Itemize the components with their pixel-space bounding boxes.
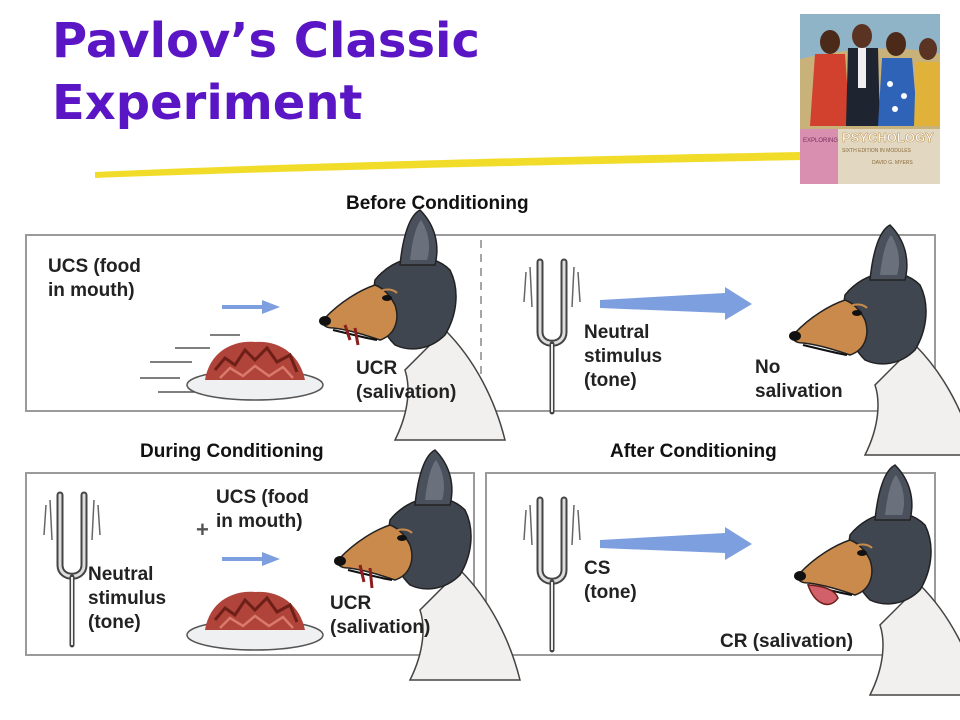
food-plate-during [185, 590, 325, 652]
label-cr-after: CR (salivation) [720, 631, 854, 652]
label-line: Neutral [584, 322, 650, 343]
label-line: Neutral [88, 564, 154, 585]
label-line: UCS (food [216, 487, 309, 508]
title-line-2: Experiment [52, 75, 363, 131]
panel-during [25, 472, 475, 656]
label-neutral-stimulus-before: Neutral stimulus (tone) [584, 321, 662, 393]
book-cover-subtitle: SIXTH EDITION IN MODULES [842, 148, 912, 154]
label-no-salivation: No salivation [755, 356, 843, 404]
label-ucs-during: UCS (food in mouth) [216, 486, 309, 534]
tuning-fork-before [524, 262, 580, 412]
arrow-before-right [600, 287, 752, 320]
panel-after [485, 472, 936, 656]
label-line: in mouth) [48, 280, 135, 301]
label-cs-after: CS (tone) [584, 557, 637, 605]
plus-sign: + [196, 517, 209, 542]
page-title: Pavlov’s Classic Experiment [52, 10, 612, 134]
heading-during-conditioning: During Conditioning [140, 441, 324, 462]
label-line: (tone) [584, 582, 637, 603]
label-line: UCR [330, 593, 372, 614]
label-line: (tone) [88, 612, 141, 633]
arrow-during [222, 552, 280, 566]
label-line: stimulus [88, 588, 167, 609]
arrow-after [600, 527, 752, 560]
book-cover-art: EXPLORING PSYCHOLOGY SIXTH EDITION IN MO… [800, 14, 940, 184]
label-line: (tone) [584, 370, 637, 391]
dog-head-before-salivating [318, 209, 506, 441]
dog-head-during [333, 449, 521, 681]
label-line: in mouth) [216, 511, 303, 532]
label-line: UCR [356, 358, 398, 379]
label-line: (salivation) [356, 382, 457, 403]
motion-lines [140, 334, 240, 393]
heading-before-conditioning: Before Conditioning [346, 193, 529, 214]
label-line: No [755, 357, 781, 378]
label-line: stimulus [584, 346, 663, 367]
food-plate-before [185, 340, 325, 402]
title-highlight [95, 152, 805, 178]
drool-before [343, 324, 360, 346]
label-line: UCS (food [48, 256, 141, 277]
label-ucs-before: UCS (food in mouth) [48, 255, 141, 303]
book-cover-series: EXPLORING [803, 138, 838, 144]
drool-during [358, 564, 374, 589]
book-cover: EXPLORING PSYCHOLOGY SIXTH EDITION IN MO… [800, 14, 940, 184]
tuning-fork-after [524, 500, 580, 650]
label-neutral-stimulus-during: Neutral stimulus (tone) [88, 563, 166, 635]
arrow-before-left [222, 300, 280, 314]
label-line: CS [584, 558, 611, 579]
tongue-after [806, 584, 839, 606]
label-ucr-during: UCR (salivation) [330, 592, 430, 640]
label-line: salivation [755, 381, 843, 402]
label-line: (salivation) [330, 617, 431, 638]
book-cover-author: DAVID G. MYERS [872, 160, 913, 166]
label-ucr-before: UCR (salivation) [356, 357, 456, 405]
book-cover-title: PSYCHOLOGY [842, 130, 934, 145]
title-line-1: Pavlov’s Classic [52, 13, 480, 69]
heading-after-conditioning: After Conditioning [610, 441, 777, 462]
